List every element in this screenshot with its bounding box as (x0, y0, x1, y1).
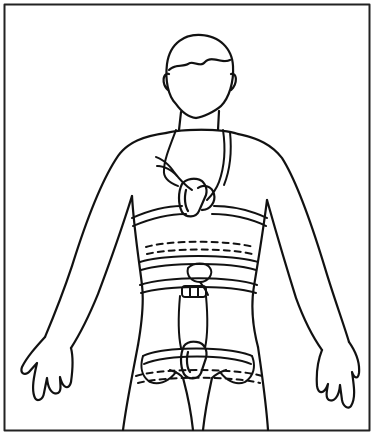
rope-center-drop-left (179, 296, 181, 348)
right-leg-outer (258, 347, 268, 430)
shoulder-rope-left (164, 130, 178, 186)
left-leg-outer (123, 345, 138, 430)
crotch-carabiner (181, 342, 207, 379)
left-shoulder-arm (45, 133, 166, 337)
right-shoulder-arm (238, 134, 349, 342)
crotch-carabiner-gate (187, 352, 190, 372)
rope-center-drop-right (205, 296, 207, 348)
waist-wrap-2 (141, 264, 256, 270)
waist-wrap-1 (140, 256, 258, 262)
hair-outline (169, 59, 230, 70)
right-hand (317, 342, 359, 408)
shoulder-rope-right (207, 130, 224, 200)
right-arm-inner (267, 200, 322, 350)
head-outline (166, 35, 233, 118)
chest-wrap-dashed (146, 242, 254, 254)
chest-carabiner-gate (185, 190, 188, 211)
chest-wrap-lower (133, 214, 266, 226)
crotch (183, 378, 212, 430)
neck-left (179, 112, 181, 130)
left-arm-inner (71, 196, 132, 348)
rope-harness-icon (132, 130, 267, 383)
left-hand (21, 337, 72, 400)
neck-right (218, 111, 219, 130)
leg-loop-upper (143, 349, 252, 357)
leg-loop-lower (144, 357, 251, 365)
